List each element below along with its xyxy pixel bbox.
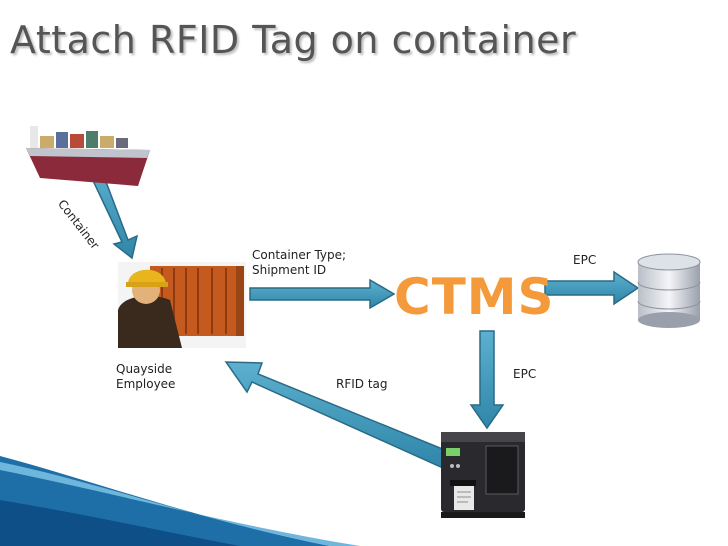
label-quayside: Quayside	[116, 362, 173, 376]
arrow-ctms-to-database	[544, 270, 640, 306]
arrow-printer-to-employee	[224, 361, 451, 469]
label-rfid-tag: RFID tag	[336, 377, 388, 391]
arrow-employee-to-ctms	[249, 278, 396, 310]
label-container-type: Container Type;	[252, 248, 347, 262]
label-epc-database: EPC	[573, 253, 597, 267]
slide-title: Attach RFID Tag on container	[10, 18, 577, 62]
ctms-node: CTMS	[394, 268, 555, 326]
label-epc-printer: EPC	[513, 367, 537, 381]
label-shipment-id: Shipment ID	[252, 263, 327, 277]
label-employee: Employee	[116, 377, 176, 391]
arrow-ctms-to-printer	[469, 330, 505, 430]
